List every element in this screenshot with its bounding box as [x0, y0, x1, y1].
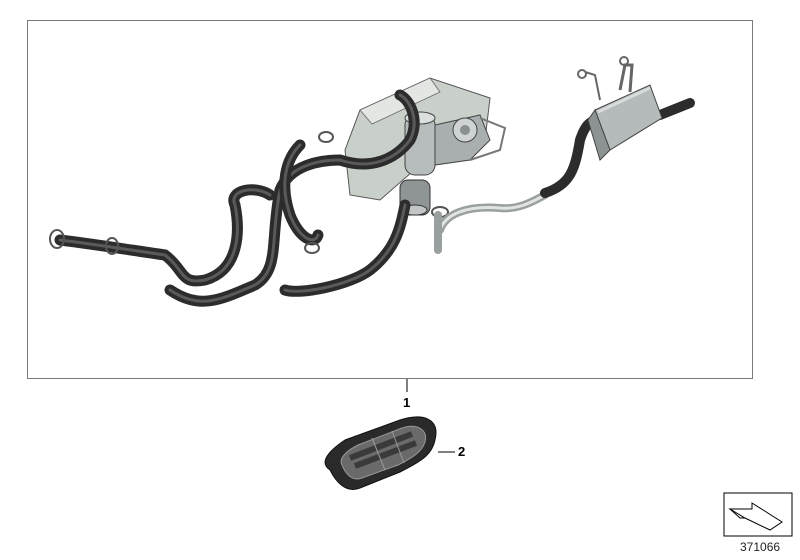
parking-heater-assembly-icon — [49, 56, 695, 307]
remote-control-key-icon — [324, 416, 437, 490]
parts-group-frame — [27, 20, 753, 379]
callout-2-label: 2 — [458, 444, 466, 459]
corner-arrow-badge-icon — [723, 492, 793, 537]
catalog-number: 371066 — [740, 540, 781, 554]
callout-1-label: 1 — [403, 395, 411, 410]
